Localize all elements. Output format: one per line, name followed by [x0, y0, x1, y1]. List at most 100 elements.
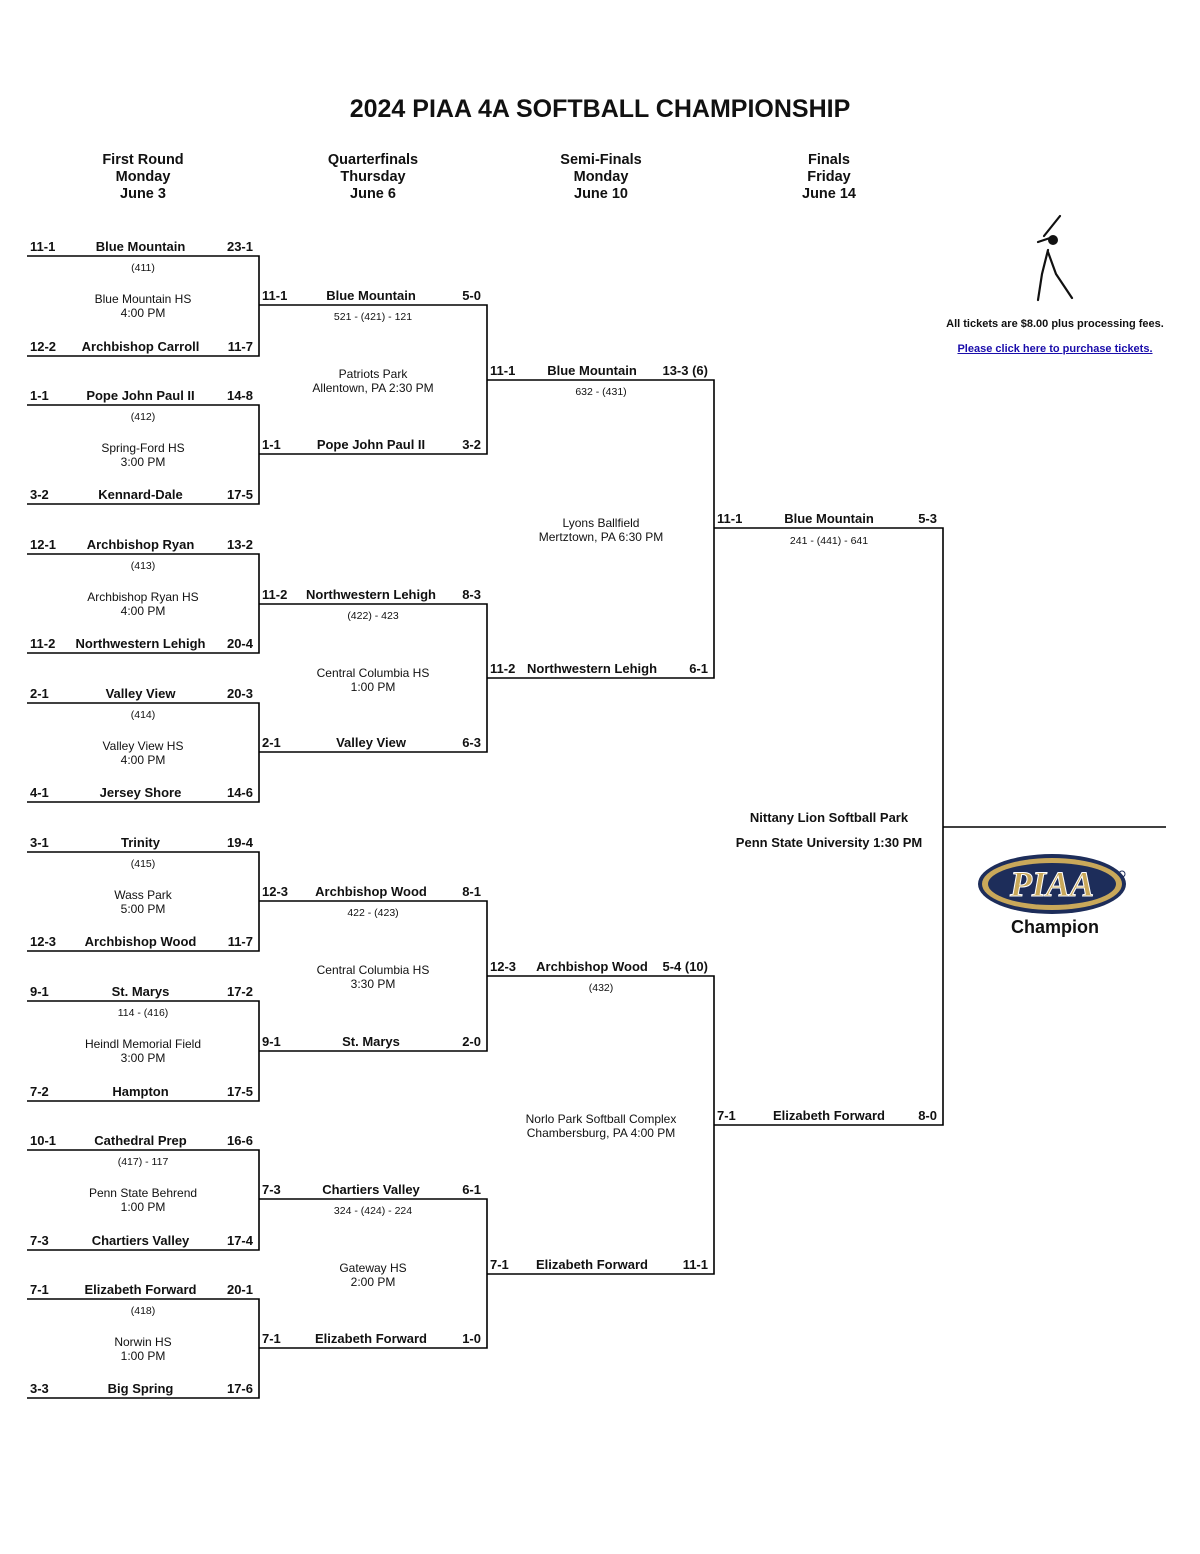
qf2-bottom-team-name: Valley View	[336, 735, 406, 750]
fr6-bottom-score: 17-5	[226, 1084, 253, 1099]
qf2-time: 1:00 PM	[350, 680, 396, 694]
fr3-top-team-name: Archbishop Ryan	[86, 537, 195, 552]
qf1-bottom-team-name: Pope John Paul II	[316, 437, 426, 452]
sf2-top-team-name: Archbishop Wood	[536, 959, 648, 974]
purchase-tickets-link[interactable]: Please click here to purchase tickets.	[957, 343, 1153, 355]
fr5-time: 5:00 PM	[120, 902, 166, 916]
qf3-top-team-name: Archbishop Wood	[315, 884, 427, 899]
fr2-time: 3:00 PM	[120, 455, 166, 469]
fr2-top-score: 14-8	[226, 388, 253, 403]
sf1-bottom-score: 6-1	[689, 661, 708, 676]
sf2-bottom-team-name: Elizabeth Forward	[536, 1257, 648, 1272]
fr3-top-seed: 12-1	[30, 537, 57, 552]
qf2-bottom-seed: 2-1	[262, 735, 281, 750]
fr4-top-team-name: Valley View	[105, 686, 176, 701]
sf1-top-score: 13-3 (6)	[662, 363, 708, 378]
piaa-logo: PIAA	[978, 854, 1126, 914]
final-bottom-team-name: Elizabeth Forward	[773, 1108, 885, 1123]
fr5-top-score: 19-4	[226, 835, 253, 850]
softball-batter-icon	[1036, 214, 1074, 302]
fr7-bottom-team-name: Chartiers Valley	[91, 1233, 190, 1248]
fr4-bottom-score: 14-6	[226, 785, 253, 800]
fr6-time: 3:00 PM	[120, 1051, 166, 1065]
fr5-bottom-score: 11-7	[227, 934, 253, 949]
fr8-bottom-seed: 3-3	[30, 1381, 49, 1396]
fr3-time: 4:00 PM	[120, 604, 166, 618]
ticket-price-note: All tickets are $8.00 plus processing fe…	[946, 318, 1164, 330]
fr2-game-code: (412)	[130, 411, 156, 423]
fr7-top-team-name: Cathedral Prep	[94, 1133, 187, 1148]
fr3-bottom-team-name: Northwestern Lehigh	[75, 636, 206, 651]
sf2-bottom-score: 11-1	[682, 1257, 708, 1272]
fr1-bottom-seed: 12-2	[30, 339, 57, 354]
fr3-top-score: 13-2	[226, 537, 253, 552]
qf1-game-code: 521 - (421) - 121	[333, 311, 413, 323]
sf1-top-seed: 11-1	[490, 363, 516, 378]
fr4-game-code: (414)	[130, 709, 156, 721]
qf1-top-score: 5-0	[462, 288, 481, 303]
fr8-bottom-team-name: Big Spring	[107, 1381, 174, 1396]
fr3-bottom-score: 20-4	[226, 636, 253, 651]
page-title: 2024 PIAA 4A SOFTBALL CHAMPIONSHIP	[349, 95, 851, 123]
fr8-bottom-score: 17-6	[226, 1381, 253, 1396]
qf2-venue: Central Columbia HS	[316, 666, 430, 680]
fr4-bottom-seed: 4-1	[30, 785, 49, 800]
qf3-game-code: 422 - (423)	[347, 907, 399, 919]
fr5-venue: Wass Park	[114, 888, 172, 902]
sf2-bottom-seed: 7-1	[490, 1257, 509, 1272]
fr3-venue: Archbishop Ryan HS	[87, 590, 199, 604]
fr1-bottom-team-name: Archbishop Carroll	[81, 339, 200, 354]
fr6-bottom-seed: 7-2	[30, 1084, 49, 1099]
fr2-venue: Spring-Ford HS	[101, 441, 185, 455]
sf2-time: Chambersburg, PA 4:00 PM	[526, 1126, 676, 1140]
fr8-top-team-name: Elizabeth Forward	[84, 1282, 197, 1297]
fr7-bottom-seed: 7-3	[30, 1233, 49, 1248]
fr7-top-score: 16-6	[226, 1133, 253, 1148]
qf1-bottom-score: 3-2	[462, 437, 481, 452]
qf1-time: Allentown, PA 2:30 PM	[312, 381, 434, 395]
sf1-time: Mertztown, PA 6:30 PM	[538, 530, 664, 544]
fr8-time: 1:00 PM	[120, 1349, 166, 1363]
fr8-top-seed: 7-1	[30, 1282, 49, 1297]
fr5-bottom-team-name: Archbishop Wood	[84, 934, 197, 949]
sf1-bottom-seed: 11-2	[490, 661, 516, 676]
qf4-top-score: 6-1	[462, 1182, 481, 1197]
fr1-top-seed: 11-1	[30, 239, 56, 254]
fr6-top-score: 17-2	[226, 984, 253, 999]
fr3-game-code: (413)	[130, 560, 156, 572]
qf4-top-seed: 7-3	[262, 1182, 281, 1197]
qf4-bottom-seed: 7-1	[262, 1331, 281, 1346]
qf4-game-code: 324 - (424) - 224	[333, 1205, 413, 1217]
fr4-top-score: 20-3	[226, 686, 253, 701]
svg-text:PIAA: PIAA	[1009, 864, 1094, 904]
fr5-top-seed: 3-1	[30, 835, 49, 850]
fr1-top-team-name: Blue Mountain	[95, 239, 186, 254]
qf4-venue: Gateway HS	[339, 1261, 407, 1275]
qf2-top-team-name: Northwestern Lehigh	[305, 587, 436, 602]
sf2-game-code: (432)	[588, 982, 614, 994]
qf3-venue: Central Columbia HS	[316, 963, 430, 977]
fr2-top-team-name: Pope John Paul II	[86, 388, 195, 403]
qf4-top-team-name: Chartiers Valley	[322, 1182, 420, 1197]
fr7-game-code: (417) - 117	[117, 1156, 169, 1168]
qf4-time: 2:00 PM	[350, 1275, 396, 1289]
qf3-time: 3:30 PM	[350, 977, 396, 991]
qf3-top-seed: 12-3	[262, 884, 289, 899]
fr3-bottom-seed: 11-2	[30, 636, 56, 651]
fr1-game-code: (411)	[131, 262, 155, 274]
qf1-venue: Patriots Park	[338, 367, 408, 381]
qf4-bottom-team-name: Elizabeth Forward	[315, 1331, 427, 1346]
fr7-venue: Penn State Behrend	[88, 1186, 198, 1200]
fr6-top-team-name: St. Marys	[111, 984, 170, 999]
qf1-top-seed: 11-1	[262, 288, 288, 303]
final-game-code: 241 - (441) - 641	[789, 535, 869, 547]
final-top-team-name: Blue Mountain	[784, 511, 874, 526]
fr2-bottom-seed: 3-2	[30, 487, 49, 502]
fr6-top-seed: 9-1	[30, 984, 49, 999]
champion-label: Champion	[1011, 917, 1099, 937]
sf2-top-seed: 12-3	[490, 959, 517, 974]
final-top-seed: 11-1	[717, 511, 743, 526]
